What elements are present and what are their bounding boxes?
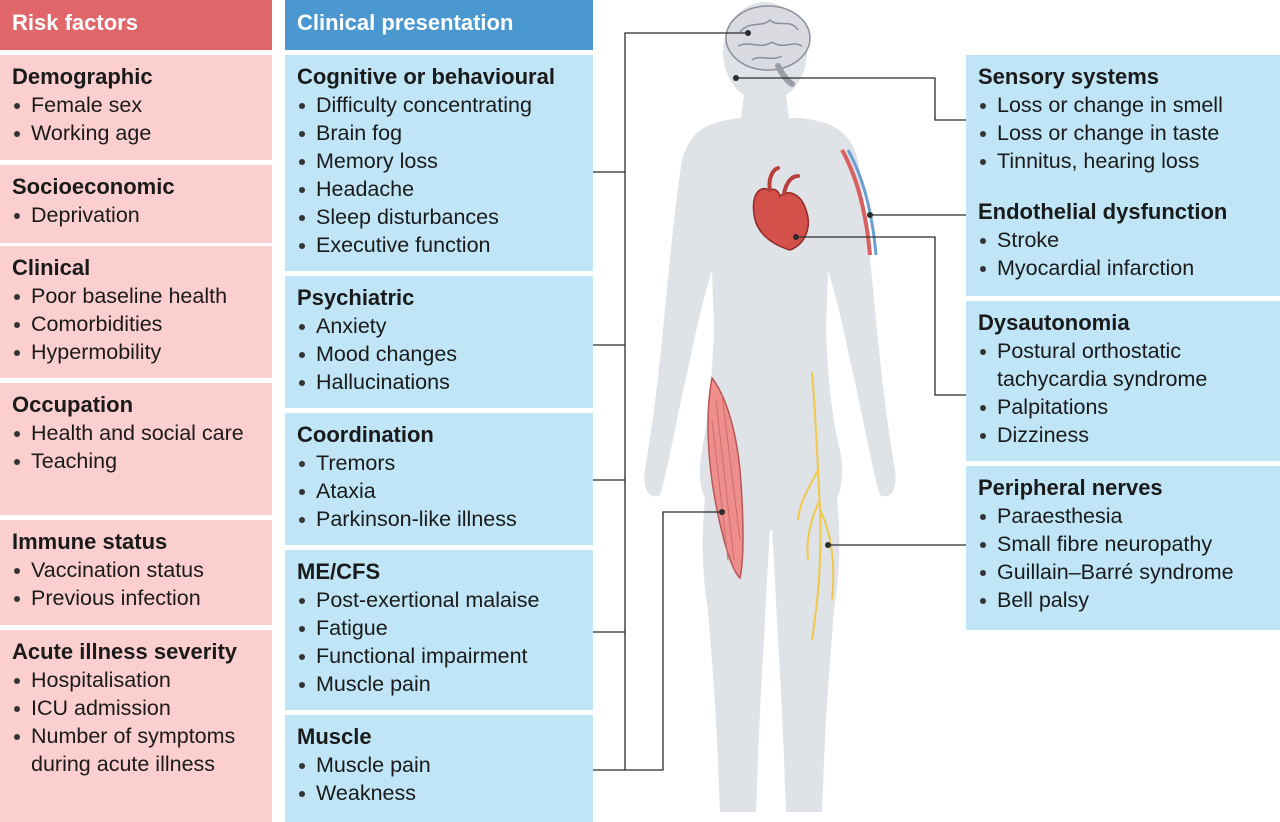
list-item: Female sex [12,91,260,119]
list-item: Difficulty concentrating [297,91,581,119]
group-title: Dysautonomia [978,310,1130,335]
list-item: Vaccination status [12,556,260,584]
list-item: Ataxia [297,477,581,505]
group-title: Clinical [12,255,91,280]
clinical-group-me-cfs: ME/CFS Post-exertional malaise Fatigue F… [285,550,593,710]
group-title: Acute illness severity [12,639,238,664]
thigh-muscle-icon [707,376,744,580]
list-item: Brain fog [297,119,581,147]
list-item: Number of symptoms during acute illness [12,722,241,778]
risk-group-occupation: Occupation Health and social care Teachi… [0,383,272,515]
list-item: Working age [12,119,260,147]
connector-dots [719,30,873,548]
list-item: Muscle pain [297,670,581,698]
list-item: Weakness [297,779,581,807]
list-item: Guillain–Barré syndrome [978,558,1268,586]
list-item: Myocardial infarction [978,254,1268,282]
group-title: Immune status [12,529,168,554]
list-item: Headache [297,175,581,203]
group-title: Sensory systems [978,64,1159,89]
list-item: Tinnitus, hearing loss [978,147,1268,175]
clinical-group-coordination: Coordination Tremors Ataxia Parkinson-li… [285,413,593,545]
body-illustration [593,2,966,812]
list-item: Palpitations [978,393,1268,421]
list-item: Memory loss [297,147,581,175]
list-item: Teaching [12,447,260,475]
list-item: Stroke [978,226,1268,254]
list-item: Dizziness [978,421,1268,449]
list-item: Post-exertional malaise [297,586,581,614]
clinical-presentation-header: Clinical presentation [285,0,593,50]
list-item: Tremors [297,449,581,477]
risk-group-socioeconomic: Socioeconomic Deprivation [0,165,272,243]
group-title: Endothelial dysfunction [978,199,1228,224]
connector-lines [593,32,966,771]
leg-nerve-icon [797,371,835,641]
human-body-silhouette [644,2,896,812]
clinical-group-cognitive: Cognitive or behavioural Difficulty conc… [285,55,593,271]
clinical-group-psychiatric: Psychiatric Anxiety Mood changes Halluci… [285,276,593,408]
list-item: Bell palsy [978,586,1268,614]
list-item: Fatigue [297,614,581,642]
list-item: Poor baseline health [12,282,260,310]
list-item: Parkinson-like illness [297,505,581,533]
risk-group-clinical: Clinical Poor baseline health Comorbidit… [0,246,272,378]
risk-group-immune-status: Immune status Vaccination status Previou… [0,520,272,625]
risk-group-acute-illness-severity: Acute illness severity Hospitalisation I… [0,630,272,822]
list-item: Deprivation [12,201,260,229]
group-title: Socioeconomic [12,174,175,199]
list-item: Hospitalisation [12,666,260,694]
group-title: Occupation [12,392,134,417]
risk-group-demographic: Demographic Female sex Working age [0,55,272,160]
list-item: Loss or change in smell [978,91,1268,119]
blood-vessel-icon [840,149,878,256]
clinical-group-muscle: Muscle Muscle pain Weakness [285,715,593,822]
list-item: ICU admission [12,694,260,722]
list-item: Hypermobility [12,338,260,366]
list-item: Hallucinations [297,368,581,396]
brain-icon [725,5,811,87]
group-title: Demographic [12,64,153,89]
list-item: Paraesthesia [978,502,1268,530]
system-group-peripheral-nerves: Peripheral nerves Paraesthesia Small fib… [966,466,1280,630]
list-item: Sleep disturbances [297,203,581,231]
list-item: Previous infection [12,584,260,612]
group-title: Coordination [297,422,434,447]
system-group-dysautonomia: Dysautonomia Postural orthostatic tachyc… [966,301,1280,461]
group-title: Psychiatric [297,285,415,310]
group-title: Muscle [297,724,372,749]
group-title: Cognitive or behavioural [297,64,555,89]
group-title: ME/CFS [297,559,381,584]
list-item: Loss or change in taste [978,119,1268,147]
list-item: Small fibre neuropathy [978,530,1268,558]
system-group-endothelial: Endothelial dysfunction Stroke Myocardia… [966,192,1280,296]
risk-factors-header: Risk factors [0,0,272,50]
list-item: Comorbidities [12,310,260,338]
list-item: Anxiety [297,312,581,340]
system-group-sensory: Sensory systems Loss or change in smell … [966,55,1280,192]
list-item: Postural orthostatic tachycardia syndrom… [978,337,1267,393]
group-title: Peripheral nerves [978,475,1163,500]
list-item: Functional impairment [297,642,581,670]
list-item: Health and social care [12,419,246,447]
list-item: Mood changes [297,340,581,368]
list-item: Muscle pain [297,751,581,779]
list-item: Executive function [297,231,581,259]
